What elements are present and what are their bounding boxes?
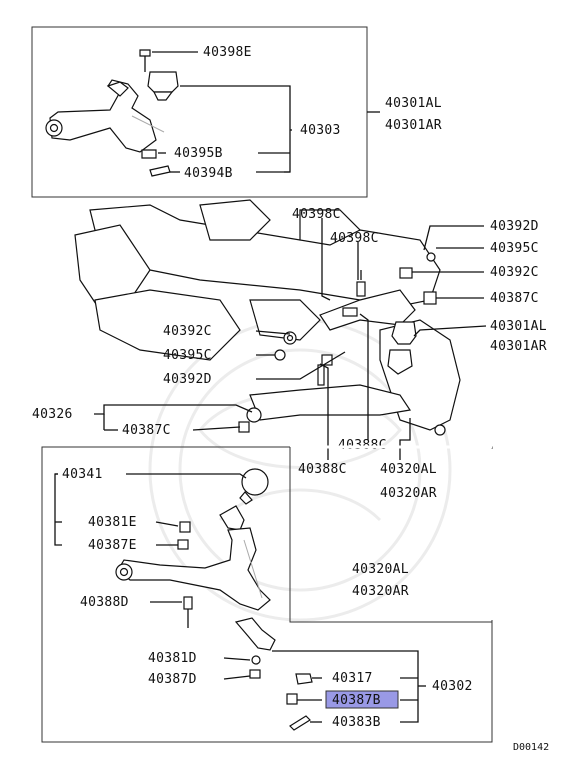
callout-40392C-right: 40392C bbox=[490, 265, 539, 280]
callout-40301AL-upper: 40301AL bbox=[385, 96, 442, 111]
callout-40317: 40317 bbox=[332, 671, 373, 686]
callout-40301AR-upper: 40301AR bbox=[385, 118, 442, 133]
callout-40398C-b: 40398C bbox=[330, 231, 379, 246]
callout-40326: 40326 bbox=[32, 407, 73, 422]
callout-40302: 40302 bbox=[432, 679, 473, 694]
callout-40392C-left: 40392C bbox=[163, 324, 212, 339]
callout-40341: 40341 bbox=[62, 467, 103, 482]
highlight-40387B bbox=[325, 690, 399, 709]
callout-40383B: 40383B bbox=[332, 715, 381, 730]
callout-40398C-a: 40398C bbox=[292, 207, 341, 222]
callout-40301AR-mid: 40301AR bbox=[490, 339, 547, 354]
frame-and-suspension-drawing bbox=[74, 199, 461, 436]
lower-box-notch bbox=[289, 447, 492, 623]
callout-40387C-right: 40387C bbox=[490, 291, 539, 306]
callout-40381E: 40381E bbox=[88, 515, 137, 530]
callout-40392D-left: 40392D bbox=[163, 372, 212, 387]
callout-40395B: 40395B bbox=[174, 146, 223, 161]
callout-40388C-b: 40388C bbox=[298, 462, 347, 477]
callout-40392D-right: 40392D bbox=[490, 219, 539, 234]
callout-40387C-left: 40387C bbox=[122, 423, 171, 438]
callout-40303: 40303 bbox=[300, 123, 341, 138]
middle-leaders bbox=[94, 218, 487, 460]
callout-40320AR-mid: 40320AR bbox=[380, 486, 437, 501]
callout-40387B[interactable]: 40387B bbox=[332, 693, 381, 708]
callout-40394B: 40394B bbox=[184, 166, 233, 181]
callout-40398E: 40398E bbox=[203, 45, 252, 60]
callout-40387D: 40387D bbox=[148, 672, 197, 687]
lower-control-arm-drawing bbox=[115, 468, 313, 731]
callout-40387E: 40387E bbox=[88, 538, 137, 553]
callout-40301AL-mid: 40301AL bbox=[490, 319, 547, 334]
upper-leaders bbox=[152, 51, 380, 173]
callout-40320AR-lower: 40320AR bbox=[352, 584, 409, 599]
reference-code: D00142 bbox=[513, 742, 549, 753]
callout-40395C-left: 40395C bbox=[163, 348, 212, 363]
callout-40381D: 40381D bbox=[148, 651, 197, 666]
upper-control-arm-drawing bbox=[45, 49, 179, 177]
callout-40320AL-lower: 40320AL bbox=[352, 562, 409, 577]
callout-40320AL-mid: 40320AL bbox=[380, 462, 437, 477]
callout-40395C-right: 40395C bbox=[490, 241, 539, 256]
callout-40388D: 40388D bbox=[80, 595, 129, 610]
lower-leaders bbox=[54, 473, 426, 723]
